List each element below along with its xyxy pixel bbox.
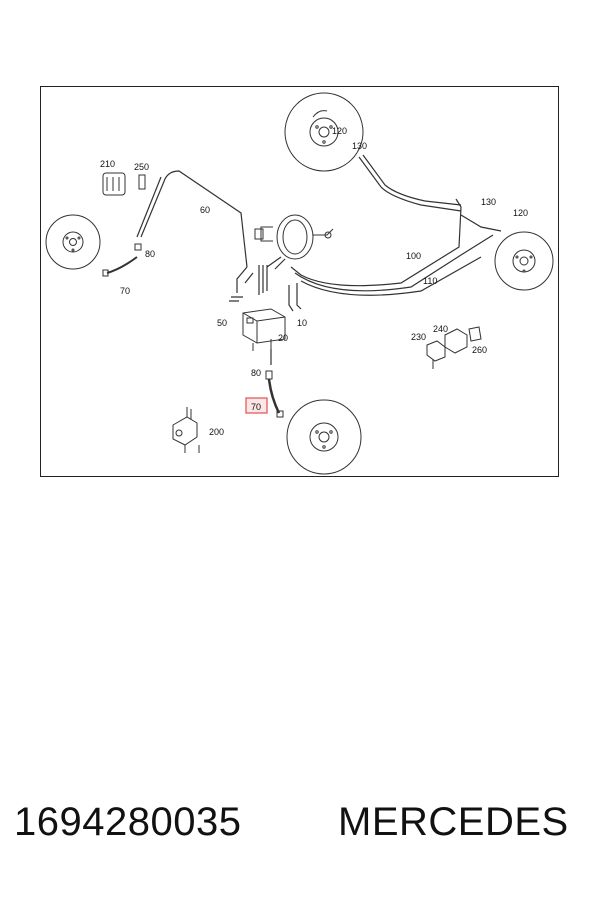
label-230: 230	[411, 332, 426, 342]
brake-hose-bottom	[265, 370, 284, 418]
abs-hydraulic-unit	[242, 308, 286, 351]
label-70-highlighted: 70	[251, 402, 261, 412]
label-130: 130	[352, 141, 367, 151]
brake-hose-left	[102, 243, 142, 277]
label-20: 20	[278, 333, 288, 343]
brake-caliper-200	[172, 407, 200, 453]
label-240: 240	[433, 324, 448, 334]
brake-disc-bottom	[286, 399, 362, 475]
label-80: 80	[145, 249, 155, 259]
label-260: 260	[472, 345, 487, 355]
label-50: 50	[217, 318, 227, 328]
label-70: 70	[120, 286, 130, 296]
label-80: 80	[251, 368, 261, 378]
label-250: 250	[134, 162, 149, 172]
brake-booster	[254, 214, 334, 260]
label-110: 110	[423, 276, 437, 286]
brand-name: MERCEDES	[338, 800, 569, 844]
label-10: 10	[297, 318, 307, 328]
product-footer: 1694280035 MERCEDES	[0, 800, 600, 860]
brake-caliper-210	[102, 172, 146, 196]
sensor-parts	[426, 326, 482, 369]
label-120: 120	[513, 208, 528, 218]
part-number: 1694280035	[14, 800, 242, 844]
highlight-box	[245, 397, 268, 414]
label-200: 200	[209, 427, 224, 437]
label-120: 120	[332, 126, 347, 136]
brake-disc-top-right	[284, 92, 364, 172]
part-labels: 120 130 210 250 60 130 120 80 70 100 110…	[100, 126, 528, 437]
label-60: 60	[200, 205, 210, 215]
label-210: 210	[100, 159, 115, 169]
brake-disc-right	[494, 231, 554, 291]
label-130: 130	[481, 197, 496, 207]
label-100: 100	[406, 251, 421, 261]
brake-system-diagram: 120 130 210 250 60 130 120 80 70 100 110…	[45, 92, 554, 475]
brake-disc-left	[45, 214, 101, 270]
brake-lines	[136, 154, 502, 365]
diagram-frame: 120 130 210 250 60 130 120 80 70 100 110…	[40, 86, 559, 477]
